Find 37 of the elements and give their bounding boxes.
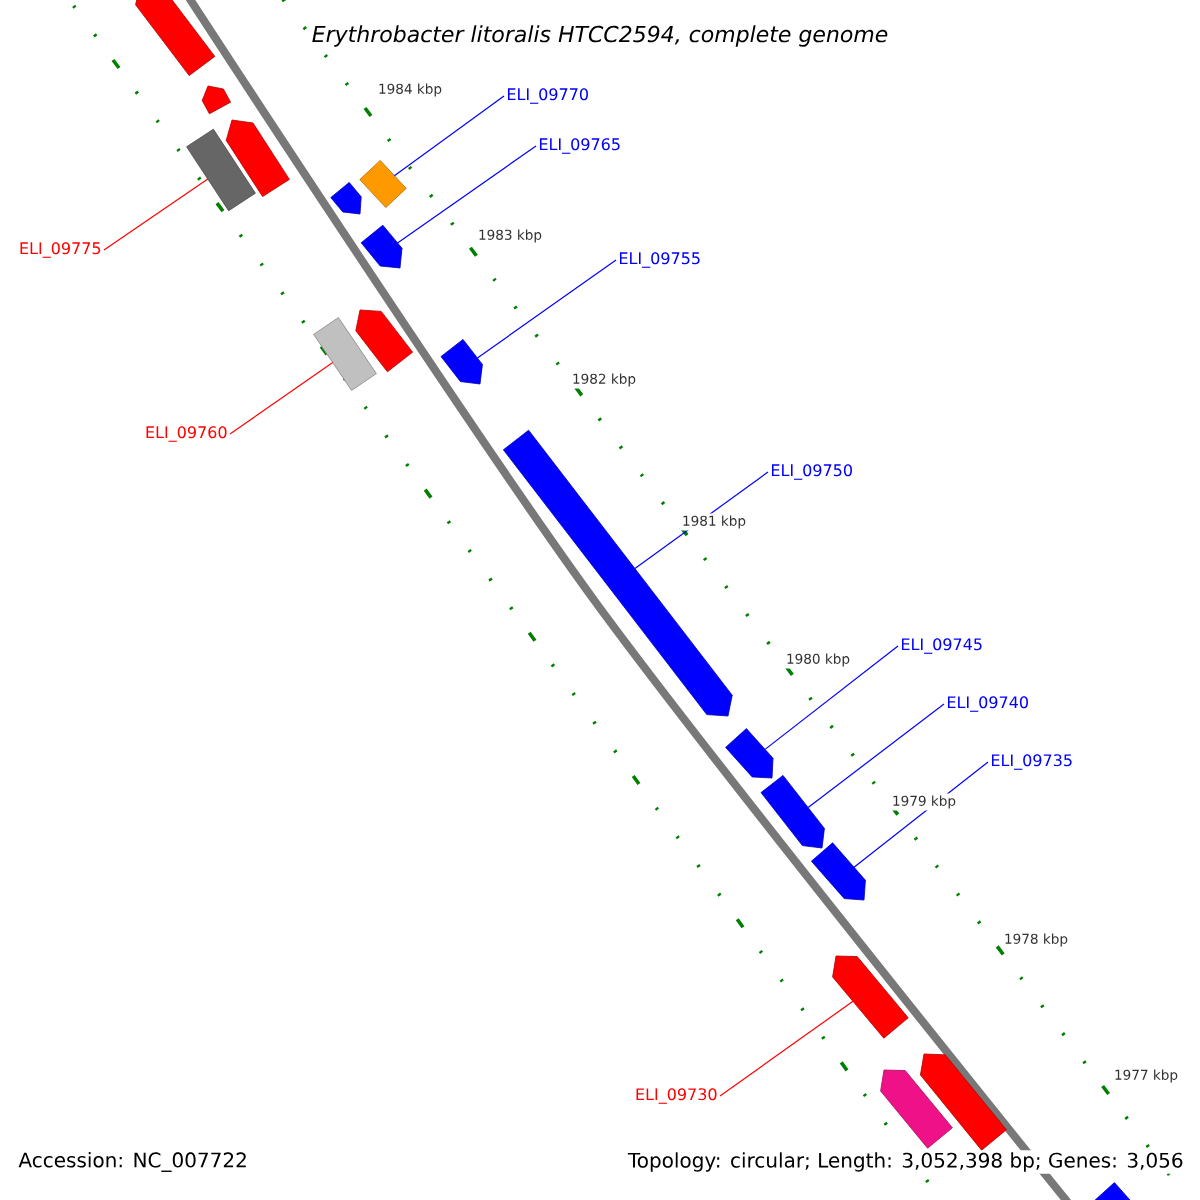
leader-line — [807, 703, 945, 809]
accession-text: Accession: NC_007722 — [16, 1150, 250, 1174]
gene-label: ELI_09735 — [992, 754, 1072, 770]
gene-block — [360, 224, 403, 269]
leader-line — [476, 259, 617, 359]
gene-label: ELI_09755 — [620, 252, 700, 268]
leader-line — [764, 645, 899, 750]
leader-line — [719, 1000, 854, 1097]
gene-label: ELI_09730 — [636, 1088, 717, 1104]
title: Erythrobacter litoralis HTCC2594, complete genome — [309, 23, 891, 49]
gene-label: ELI_09740 — [948, 696, 1028, 712]
genome-info-text: Topology: circular; Length: 3,052,398 bp; Genes: 3,056 — [625, 1150, 1186, 1174]
gene-label: ELI_09750 — [772, 464, 852, 480]
gene-block — [186, 128, 256, 212]
gene-block — [225, 119, 290, 197]
gene-block — [330, 182, 362, 215]
gene-label: ELI_09770 — [507, 88, 588, 104]
gene-label: ELI_09745 — [902, 638, 982, 654]
gene-block — [760, 775, 825, 849]
gene-block — [135, 0, 216, 76]
gene-label: ELI_09775 — [20, 242, 101, 258]
gene-block — [920, 1053, 1007, 1151]
gene-block — [313, 317, 377, 391]
gene-block — [725, 728, 774, 779]
gene-block — [201, 85, 231, 115]
leader-line — [393, 95, 505, 177]
leader-line — [229, 361, 334, 435]
gene-block — [832, 955, 909, 1039]
gene-block — [359, 160, 407, 208]
leader-line — [396, 145, 537, 244]
gene-block — [440, 339, 483, 385]
gene-block — [355, 309, 413, 373]
gene-block — [811, 842, 866, 901]
gene-label: ELI_09765 — [539, 138, 620, 154]
leader-line — [103, 178, 209, 251]
gene-label: ELI_09760 — [146, 426, 227, 442]
gene-block — [880, 1069, 953, 1149]
